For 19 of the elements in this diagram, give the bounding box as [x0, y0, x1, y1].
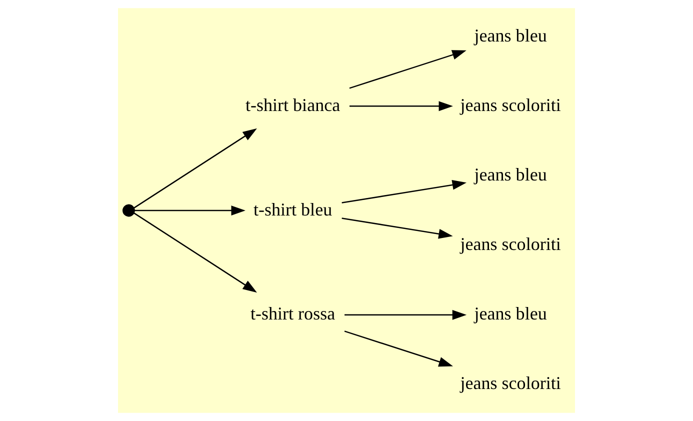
arrow — [350, 101, 453, 112]
arrow — [342, 180, 467, 204]
node-text: t-shirt bianca — [245, 94, 340, 115]
node-text: t-shirt bleu — [253, 199, 332, 220]
node-text: jeans bleu — [474, 164, 547, 184]
arrow — [344, 330, 453, 367]
arrow — [134, 128, 257, 208]
node-circle — [122, 204, 135, 217]
arrow — [349, 50, 466, 89]
arrow — [134, 206, 246, 216]
node-text: jeans scoloriti — [460, 94, 561, 115]
arrow — [342, 218, 453, 239]
arrow — [344, 310, 467, 320]
node-text: jeans scoloriti — [460, 234, 561, 254]
node-text: t-shirt rossa — [250, 304, 336, 324]
node-text: jeans scoloriti — [460, 373, 561, 394]
arrow — [134, 212, 257, 293]
node-text: jeans bleu — [474, 25, 547, 46]
node-text: jeans bleu — [474, 304, 547, 324]
